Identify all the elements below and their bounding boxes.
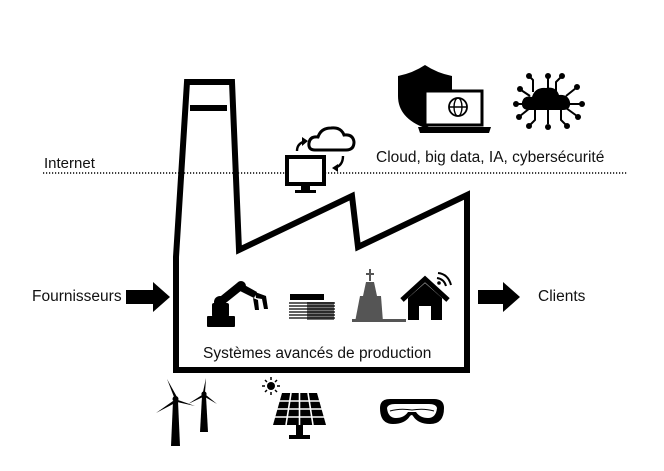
factory-building: [173, 79, 470, 373]
suppliers-label: Fournisseurs: [32, 288, 122, 305]
wind-turbine-drill-icon: [352, 269, 406, 322]
cloud-services-label: Cloud, big data, IA, cybersécurité: [376, 149, 605, 166]
wind-turbines-icon: [156, 378, 217, 446]
laptop-globe-icon: [418, 89, 491, 133]
vr-headset-icon: [380, 399, 444, 424]
computer-cloud-sync-icon: [285, 126, 356, 193]
clients-arrow-icon: [478, 282, 520, 312]
smart-home-icon: [400, 272, 452, 320]
layers-3d-print-icon: [289, 294, 335, 320]
cloud-network-icon: [513, 73, 585, 130]
solar-panel-icon: [262, 377, 326, 439]
production-systems-label: Systèmes avancés de production: [203, 345, 432, 362]
robot-arm-icon: [207, 281, 268, 327]
internet-label: Internet: [44, 155, 95, 172]
clients-label: Clients: [538, 288, 586, 305]
suppliers-arrow-icon: [126, 282, 170, 312]
